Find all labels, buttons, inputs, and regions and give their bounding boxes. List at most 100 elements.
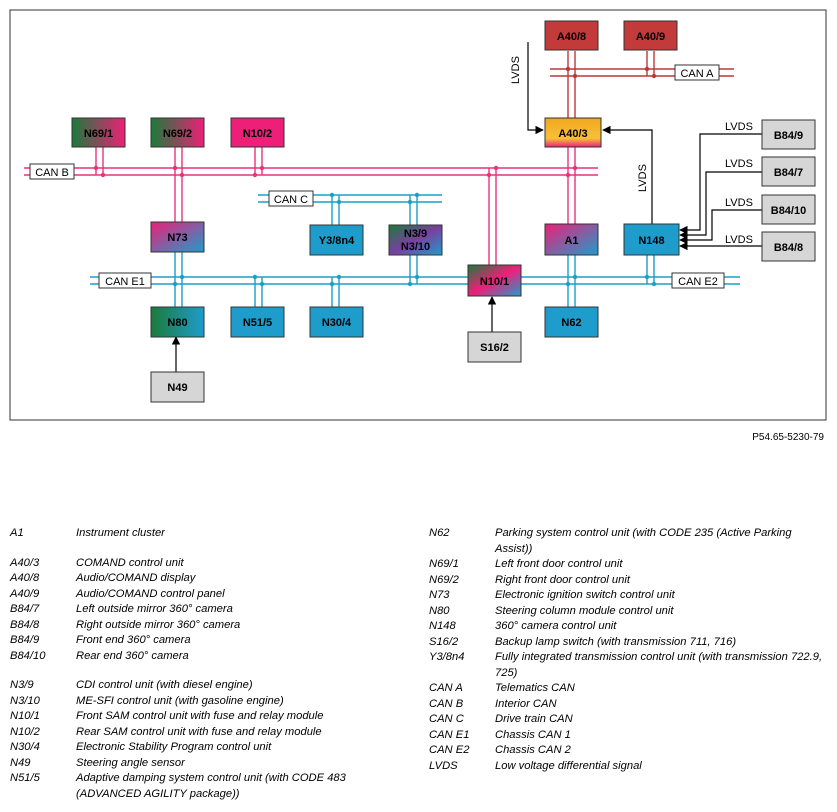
legend-description: Left outside mirror 360° camera (76, 603, 233, 615)
legend-description: Drive train CAN (495, 713, 573, 725)
node-n10-2: N10/2 (230, 117, 285, 148)
legend-row: CAN B Interior CAN (429, 697, 827, 713)
node-n10-1: N10/1 (467, 264, 522, 297)
node-s16-2: S16/2 (467, 331, 522, 363)
bus-junction-dots (172, 192, 657, 287)
node-b84-8-label: B84/8 (774, 242, 803, 254)
legend-row: N62 Parking system control unit (with COD… (429, 526, 827, 557)
legend-row: CAN E2 Chassis CAN 2 (429, 743, 827, 759)
node-n69-1: N69/1 (71, 117, 126, 148)
node-b84-9: B84/9 (761, 119, 816, 150)
node-a40-9-label: A40/9 (636, 31, 665, 43)
legend-code: CAN B (429, 697, 464, 710)
legend-code: N49 (10, 756, 31, 769)
legend-right-column: N62 Parking system control unit (with COD… (429, 526, 827, 774)
node-a40-8-label: A40/8 (557, 31, 586, 43)
legend-code: N51/5 (10, 772, 40, 784)
legend-description: Rear end 360° camera (76, 649, 189, 662)
legend-description: Parking system control unit (with CODE 2… (495, 527, 792, 555)
legend-code: N62 (429, 527, 450, 539)
lvds-links (171, 42, 762, 372)
legend-spacer (10, 542, 410, 556)
can-a-junction-dots (565, 66, 657, 79)
lvds-label-b84-10: LVDS (725, 197, 753, 209)
node-a1-label: A1 (564, 235, 578, 247)
legend-code: B84/9 (10, 634, 40, 646)
legend-code: A40/3 (10, 556, 40, 569)
node-n3-10-label: N3/10 (401, 241, 430, 253)
node-b84-8: B84/8 (761, 231, 816, 262)
node-n69-2: N69/2 (150, 117, 205, 148)
can-b-drops (95, 147, 576, 265)
legend-code: N10/1 (10, 710, 40, 722)
legend-code: LVDS (429, 759, 458, 772)
node-n30-4-label: N30/4 (322, 317, 352, 329)
node-b84-7: B84/7 (761, 156, 816, 187)
bus-label-can-e2: CAN E2 (671, 272, 725, 289)
lvds-label-b84-7: LVDS (725, 158, 753, 170)
legend-row: N148 360° camera control unit (429, 619, 827, 635)
bus-label-can-c: CAN C (268, 190, 314, 207)
node-b84-9-label: B84/9 (774, 130, 803, 142)
node-n80-label: N80 (167, 317, 187, 329)
node-n51-5: N51/5 (230, 306, 285, 338)
legend-code: N10/2 (10, 725, 40, 738)
legend-description: Low voltage differential signal (495, 759, 642, 772)
legend-code: N80 (429, 604, 450, 617)
legend-description: CDI control unit (with diesel engine) (76, 679, 253, 691)
legend-code: A40/9 (10, 587, 40, 600)
legend-row: B84/8 Right outside mirror 360° camera (10, 618, 410, 634)
legend-description: Steering angle sensor (76, 756, 185, 769)
legend-code: S16/2 (429, 635, 459, 648)
legend-description: Right outside mirror 360° camera (76, 618, 241, 631)
legend-code: N148 (429, 620, 456, 632)
legend-row: N80 Steering column module control unit (429, 604, 827, 620)
legend-code: A40/8 (10, 572, 40, 584)
node-n3-9-n3-10: N3/9 N3/10 (388, 224, 443, 256)
bus-label-can-a: CAN A (674, 64, 720, 81)
node-b84-10-label: B84/10 (771, 205, 806, 217)
legend-code: CAN C (429, 713, 464, 725)
node-a40-9: A40/9 (623, 20, 678, 51)
legend-description: Chassis CAN 2 (495, 744, 571, 756)
legend-code: N30/4 (10, 741, 40, 753)
network-topology-diagram: LVDS LVDS LVDS LVDS LVDS LVDS CAN A CAN … (9, 9, 827, 421)
legend-description: 360° camera control unit (495, 620, 617, 632)
node-y3-8n4: Y3/8n4 (309, 224, 364, 256)
legend-code: A1 (10, 527, 24, 539)
legend-code: CAN E1 (429, 728, 470, 741)
can-b-bus (24, 167, 598, 176)
legend-row: CAN C Drive train CAN (429, 712, 827, 728)
node-n73-label: N73 (167, 232, 187, 244)
node-n148-label: N148 (638, 235, 664, 247)
legend-code: B84/8 (10, 618, 40, 631)
legend-code: B84/7 (10, 603, 40, 615)
legend-description: Fully integrated transmission control un… (495, 651, 823, 679)
legend-description: Right front door control unit (495, 573, 630, 586)
legend-row: B84/10 Rear end 360° camera (10, 649, 410, 665)
legend-description: Interior CAN (495, 697, 557, 710)
lvds-label-a40-8: LVDS (510, 56, 522, 84)
legend-code: CAN E2 (429, 744, 470, 756)
legend-row: N49 Steering angle sensor (10, 756, 410, 772)
node-n62-label: N62 (561, 317, 581, 329)
bus-label-can-e1: CAN E1 (98, 272, 152, 289)
node-n51-5-label: N51/5 (243, 317, 272, 329)
bus-label-can-b: CAN B (29, 163, 75, 180)
legend-code: B84/10 (10, 649, 46, 662)
legend-description: Electronic Stability Program control uni… (76, 741, 272, 753)
bus-label-can-e1-text: CAN E1 (105, 276, 145, 288)
node-n62: N62 (544, 306, 599, 338)
legend-description: Chassis CAN 1 (495, 728, 571, 741)
legend-code: N3/10 (10, 694, 40, 707)
node-a40-8: A40/8 (544, 20, 599, 51)
legend-description: Steering column module control unit (495, 604, 674, 617)
